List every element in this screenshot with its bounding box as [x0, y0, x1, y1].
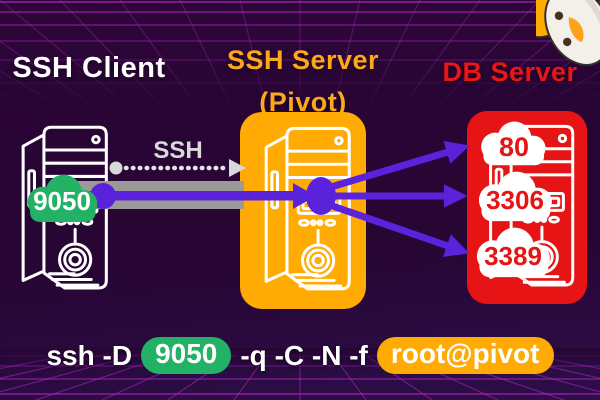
owl-mascot-icon	[536, 0, 600, 66]
client-label: SSH Client	[12, 52, 166, 84]
svg-text:9050: 9050	[33, 186, 91, 216]
db-port-badge-3389: 3389	[476, 227, 550, 278]
pivot-label-line2: (Pivot)	[259, 86, 347, 117]
db-label: DB Server	[442, 57, 578, 87]
pivot-label: SSH Server (Pivot)	[203, 40, 403, 124]
ssh-arrow-label: SSH	[153, 137, 202, 164]
command-target-badge: root@pivot	[376, 337, 554, 374]
svg-text:80: 80	[499, 132, 529, 162]
client-port-badge: 9050	[27, 174, 98, 222]
command-bar: ssh -D 9050 -q -C -N -f root@pivot	[0, 337, 600, 374]
command-prefix: ssh -D	[46, 339, 133, 371]
pivot-server-box	[240, 112, 366, 309]
port-forward-arrows	[319, 140, 470, 257]
svg-text:3306: 3306	[486, 185, 544, 215]
svg-text:3389: 3389	[484, 241, 542, 271]
db-port-badge-80: 80	[481, 121, 546, 166]
command-flags: -q -C -N -f	[240, 339, 368, 371]
command-port-badge: 9050	[141, 337, 232, 374]
pivot-label-line1: SSH Server	[226, 45, 380, 75]
ssh-dotted-arrow: SSH	[109, 137, 246, 177]
db-port-badge-3306: 3306	[478, 171, 552, 222]
